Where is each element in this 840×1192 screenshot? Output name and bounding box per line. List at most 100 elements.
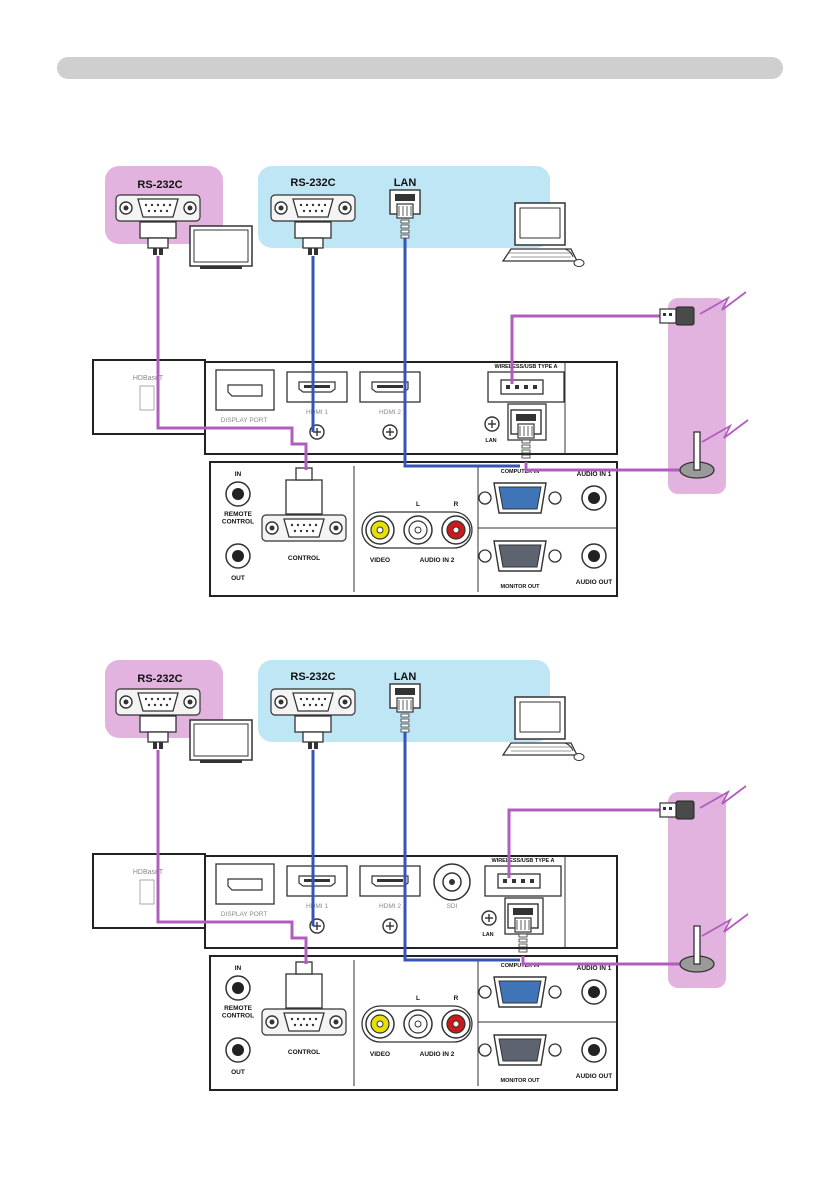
audio-in1-label: AUDIO IN 1 <box>577 471 612 478</box>
audio-r-rca-icon <box>441 515 471 545</box>
usb-dongle-icon <box>659 800 695 820</box>
monitor-icon <box>189 225 253 269</box>
blue-db9-connector-icon <box>270 194 356 222</box>
monitor-out-vga-icon <box>478 540 562 572</box>
rs232-cable-pink <box>156 750 308 964</box>
usb-pin <box>512 879 516 883</box>
computer-in-vga-icon <box>478 482 562 514</box>
audio-r-rca-icon <box>441 1009 471 1039</box>
audio-out-label: AUDIO OUT <box>576 1073 613 1080</box>
control-plug-body <box>285 973 323 1009</box>
header-bar <box>57 57 783 79</box>
monitor-out-label: MONITOR OUT <box>500 584 540 590</box>
hdmi2-label: HDMI 2 <box>379 903 401 910</box>
audio-r-label: R <box>454 501 459 508</box>
lan-port-label: LAN <box>482 932 493 938</box>
rj45-connector-icon <box>389 189 421 239</box>
pink-wireless-zone <box>668 792 726 988</box>
computer-in-label: COMPUTER IN <box>501 469 540 475</box>
audio-r-label: R <box>454 995 459 1002</box>
audio-in1-label: AUDIO IN 1 <box>577 965 612 972</box>
pink-db9-plug-icon <box>139 715 177 749</box>
control-db9-port-icon <box>261 514 347 542</box>
control-plug-neck <box>295 961 313 975</box>
hdmi2-screw-icon <box>382 424 398 440</box>
computer-icon <box>501 202 585 267</box>
audio-l-rca-icon <box>403 1009 433 1039</box>
hdmi2-screw-icon <box>382 918 398 934</box>
wireless-usb-label: WIRELESS/USB TYPE A <box>494 364 557 370</box>
audio-in2-label: AUDIO IN 2 <box>420 1051 455 1058</box>
computer-in-vga-icon <box>478 976 562 1008</box>
video-rca-icon <box>365 1009 395 1039</box>
hdmi2-port-icon <box>359 371 421 403</box>
wireless-signal-usb-icon <box>699 785 747 809</box>
computer-in-label: COMPUTER IN <box>501 963 540 969</box>
lan-label: LAN <box>394 671 417 683</box>
hdmi2-label: HDMI 2 <box>379 409 401 416</box>
monitor-out-vga-icon <box>478 1034 562 1066</box>
usb-dongle-icon <box>659 306 695 326</box>
control-label: CONTROL <box>288 1049 320 1056</box>
display-port-icon <box>227 384 263 397</box>
out-label: OUT <box>231 1069 245 1076</box>
rs232-cable-pink <box>156 256 308 470</box>
remote-out-jack-icon <box>225 1037 251 1063</box>
hdmi1-port-icon <box>286 371 348 403</box>
video-label: VIDEO <box>370 1051 390 1058</box>
remote-in-jack-icon <box>225 481 251 507</box>
usb-pin <box>515 385 519 389</box>
in-label: IN <box>235 471 242 478</box>
audio-l-rca-icon <box>403 515 433 545</box>
hdbaset-icon <box>139 879 155 905</box>
remote-out-jack-icon <box>225 543 251 569</box>
usb-pin <box>533 385 537 389</box>
audio-out-jack-icon <box>581 543 607 569</box>
hdbaset-label: HDBaseT <box>133 869 164 876</box>
antenna-icon <box>679 431 715 479</box>
usb-pin <box>506 385 510 389</box>
in-label: IN <box>235 965 242 972</box>
lan-port-label: LAN <box>485 438 496 444</box>
computer-icon <box>501 696 585 761</box>
video-rca-icon <box>365 515 395 545</box>
blue-db9-plug-icon <box>294 221 332 255</box>
pink-wireless-zone <box>668 298 726 494</box>
control-plug-body <box>285 479 323 515</box>
blue-rs232-label: RS-232C <box>290 177 335 189</box>
pink-rs232-label: RS-232C <box>137 179 182 191</box>
audio-out-jack-icon <box>581 1037 607 1063</box>
audio-l-label: L <box>416 995 420 1002</box>
audio-in1-jack-icon <box>581 979 607 1005</box>
pink-db9-connector-icon <box>115 688 201 716</box>
monitor-icon <box>189 719 253 763</box>
monitor-out-label: MONITOR OUT <box>500 1078 540 1084</box>
blue-db9-plug-icon <box>294 715 332 749</box>
lan-rj45-plug-icon <box>507 903 539 953</box>
hdbaset-box <box>92 359 206 435</box>
out-label: OUT <box>231 575 245 582</box>
audio-l-label: L <box>416 501 420 508</box>
lan-cable <box>403 238 520 468</box>
remote-in-jack-icon <box>225 975 251 1001</box>
usb-cable <box>507 808 660 878</box>
lan-label: LAN <box>394 177 417 189</box>
control-plug-neck <box>295 467 313 481</box>
hdmi1-port-icon <box>286 865 348 897</box>
antenna-icon <box>679 925 715 973</box>
usb-pin <box>530 879 534 883</box>
usb-pin <box>521 879 525 883</box>
blue-rs232-label: RS-232C <box>290 671 335 683</box>
antenna-cable <box>521 956 684 966</box>
wireless-signal-usb-icon <box>699 291 747 315</box>
lan-screw-icon <box>481 910 497 926</box>
lan-cable <box>403 732 520 962</box>
hdmi1-label: HDMI 1 <box>306 409 328 416</box>
hdbaset-label: HDBaseT <box>133 375 164 382</box>
control-db9-port-icon <box>261 1008 347 1036</box>
